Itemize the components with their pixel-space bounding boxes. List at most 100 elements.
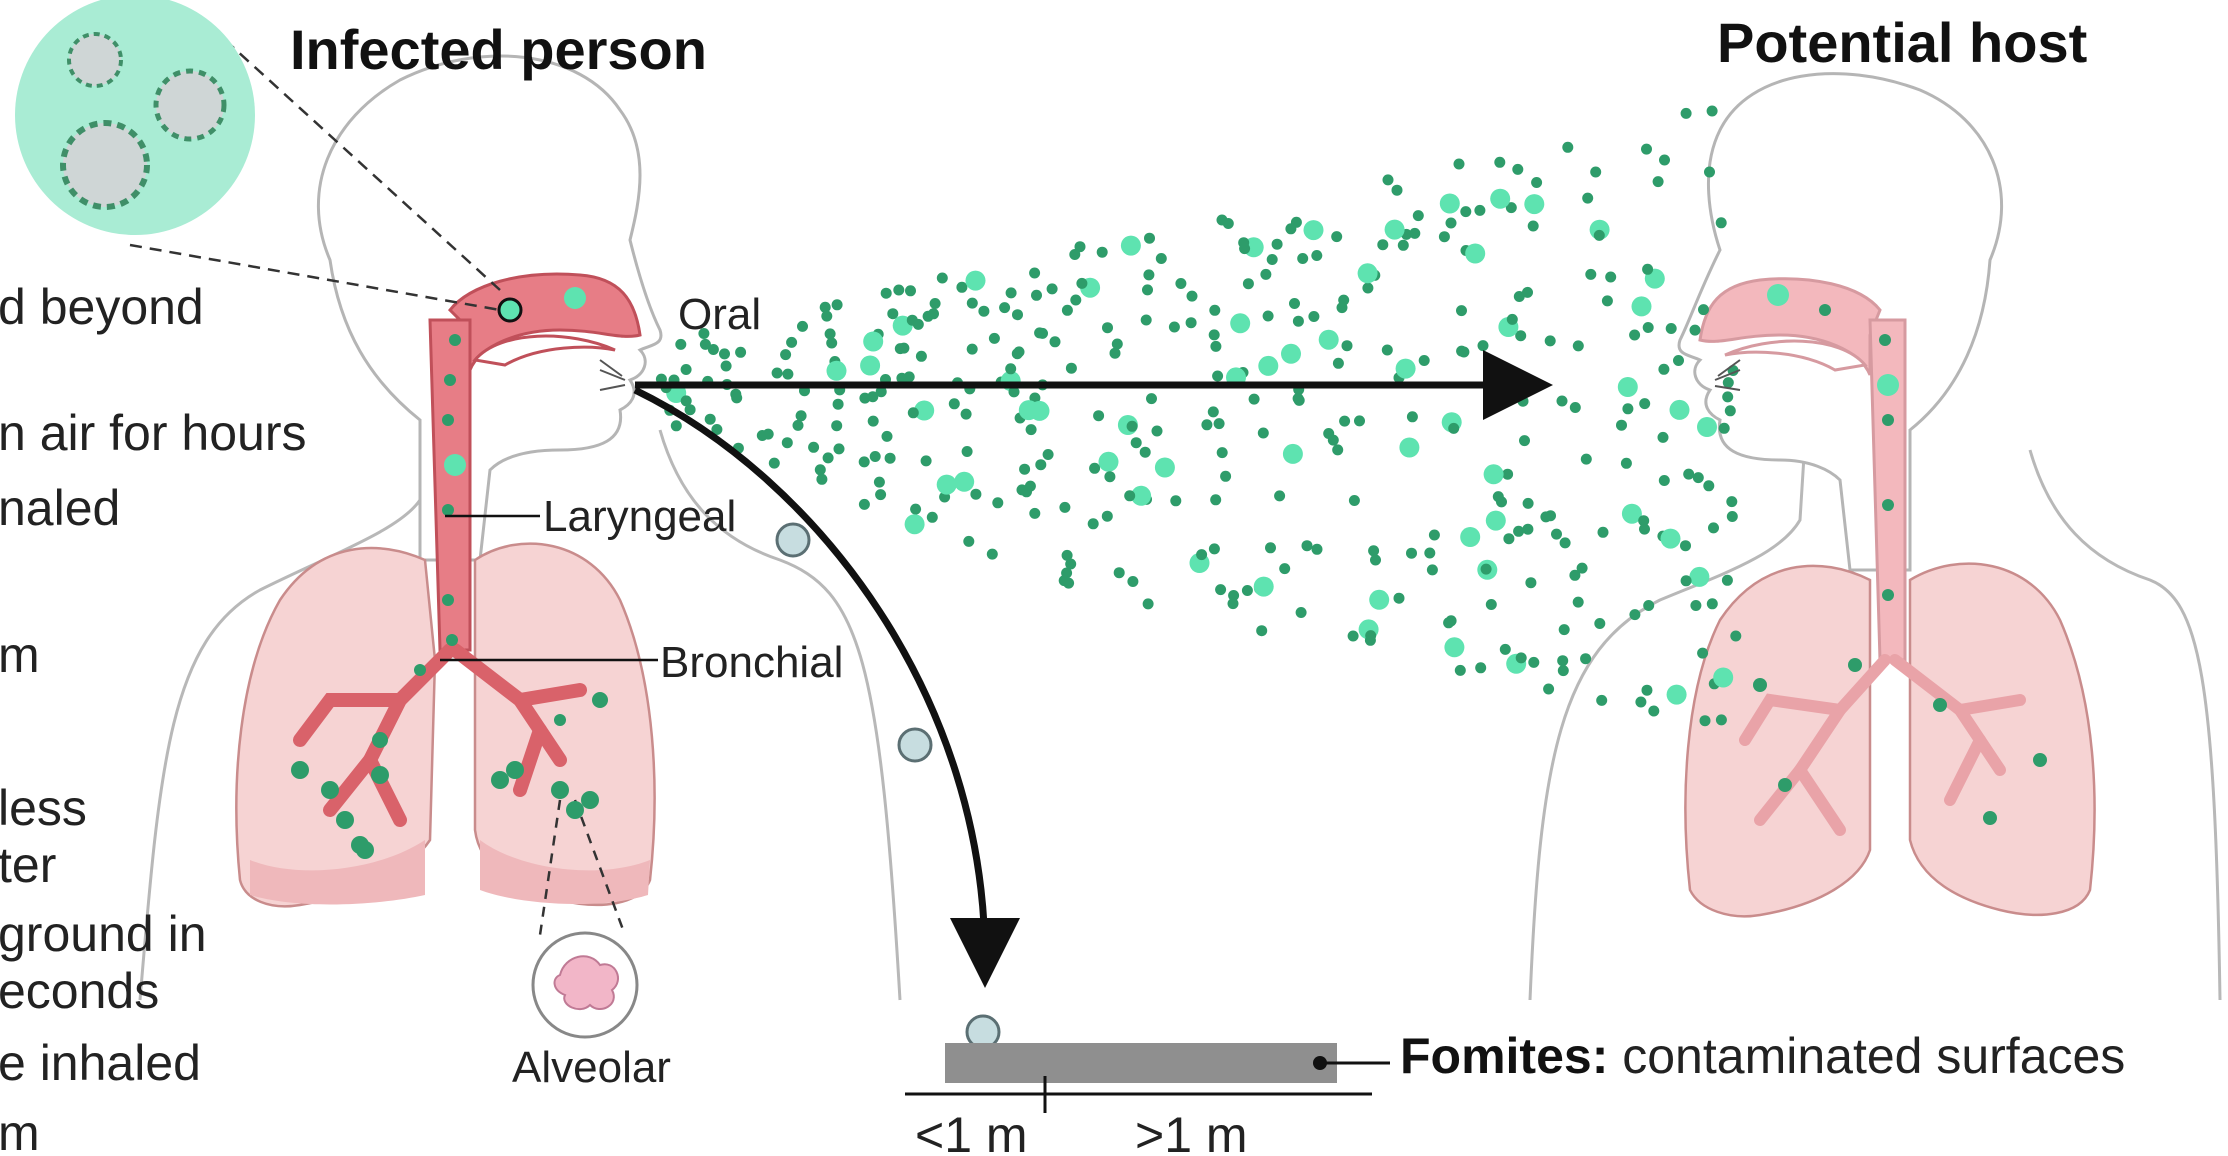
droplet-particle [1616,420,1627,431]
droplet-particle [1531,177,1542,188]
droplet-particle [1029,508,1040,519]
droplet-particle [815,464,826,475]
droplet-particle [1368,545,1379,556]
aerosol-particle [966,271,986,291]
droplet-particle [1581,454,1592,465]
droplet-particle [887,308,898,319]
droplet-particle [1560,537,1571,548]
aerosol-particle [1155,458,1175,478]
aerosol-particle [1713,668,1733,688]
droplet-particle [970,489,981,500]
droplet-particle [1265,542,1276,553]
aerosol-particle [1099,452,1119,472]
droplet-particle [731,392,742,403]
droplet-particle [1622,403,1633,414]
droplet-particle [1311,250,1322,261]
droplet-particle [1215,584,1226,595]
droplet-particle [1339,416,1350,427]
droplet-particle [1382,345,1393,356]
droplet-particle [1029,268,1040,279]
droplet-particle [1648,706,1659,717]
alveolar-label: Alveolar [512,1043,671,1092]
droplet-particle [1370,555,1381,566]
aerosol-particle [1019,400,1039,420]
droplet-particle [1507,314,1518,325]
droplet-particle [930,298,941,309]
droplet-particle [1641,144,1652,155]
droplet-particle [1365,630,1376,641]
droplet-particle [1143,598,1154,609]
droplet-particle [1152,426,1163,437]
droplet-particle [956,282,967,293]
aerosol-particle [1618,377,1638,397]
droplet-particle [1260,269,1271,280]
droplet-particle [1658,364,1669,375]
droplet-particle [1156,253,1167,264]
droplet-particle [874,477,885,488]
droplet-particle [913,319,924,330]
droplet-particle [1690,600,1701,611]
droplet-particle [916,351,927,362]
droplet-particle [963,536,974,547]
droplet-particle [1590,167,1601,178]
droplet-particle [885,453,896,464]
droplet-particle [1144,233,1155,244]
droplet-particle [1331,231,1342,242]
droplet-particle [1474,205,1485,216]
droplet-particle [1503,533,1514,544]
right-lung [475,544,655,905]
droplet-particle [700,339,711,350]
droplet-particle [1540,511,1551,522]
droplet-particle [1228,598,1239,609]
droplet-particle [1210,341,1221,352]
droplet-particle [1089,463,1100,474]
droplet-particle [1279,563,1290,574]
droplet-particle [905,285,916,296]
droplet-particle [1146,393,1157,404]
aerosol-particle [1385,220,1405,240]
droplet-particle [1557,396,1568,407]
droplet-particle [1362,283,1373,294]
bronchial-label: Bronchial [660,638,843,687]
droplet-particle [1297,253,1308,264]
droplet-particle [1594,230,1605,241]
droplet-particle [681,364,692,375]
droplet-particle [1439,231,1450,242]
droplet-particle [1500,644,1511,655]
droplet-particle [808,442,819,453]
droplet-particle [1454,159,1465,170]
droplet-particle [967,298,978,309]
oral-label: Oral [678,290,761,339]
droplet-particle [1114,567,1125,578]
droplet-particle [1475,662,1486,673]
droplet-particle [1580,653,1591,664]
droplet-particle [1220,471,1231,482]
aerosol-particle [1230,313,1250,333]
droplet-particle [823,452,834,463]
droplet-particle [967,344,978,355]
droplet-particle [1518,396,1529,407]
aerosol-particle [1632,296,1652,316]
droplet-particle [1272,239,1283,250]
droplet-particle [1512,164,1523,175]
droplet-particle [1348,631,1359,642]
droplet-particle [1209,305,1220,316]
droplet-particle [1332,444,1343,455]
droplet-particle [671,420,682,431]
droplet-particle [1076,278,1087,289]
droplet-particle [1377,239,1388,250]
droplet-particle [1635,697,1646,708]
droplet-particle [1209,329,1220,340]
droplet-particle [910,504,921,515]
droplet-particle [834,443,845,454]
droplet-particle [1124,490,1135,501]
aerosol-particle [1697,417,1717,437]
droplet-particle [1523,498,1534,509]
droplet-particle [1012,348,1023,359]
droplet-particle [1104,471,1115,482]
droplet-particle [1349,495,1360,506]
aerosol-particle [827,361,847,381]
droplet-particle [992,497,1003,508]
aerosol-particle [1661,529,1681,549]
